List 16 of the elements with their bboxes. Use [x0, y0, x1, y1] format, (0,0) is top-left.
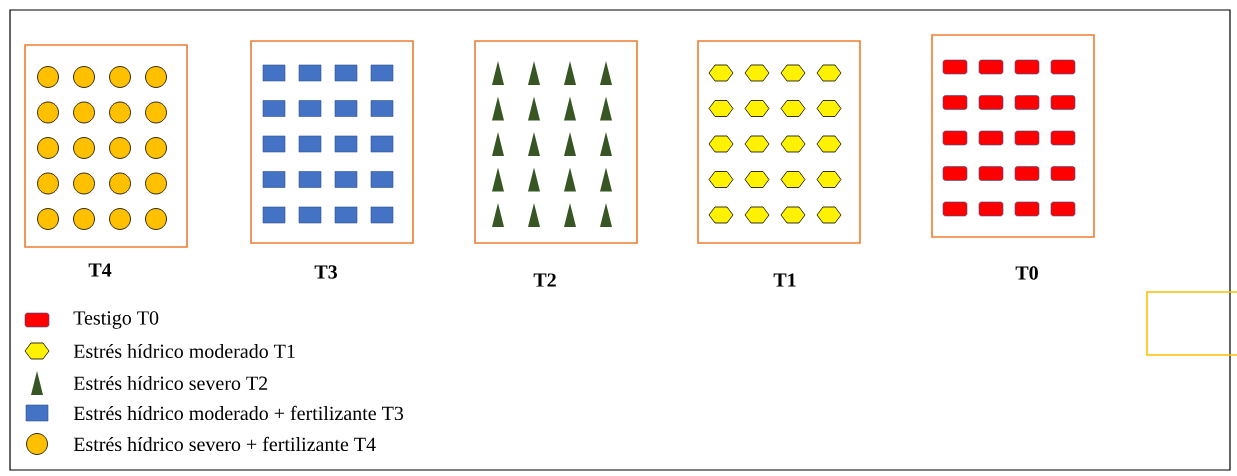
- legend-text: Estrés hídrico moderado T1: [73, 343, 295, 359]
- plot-box: T2: [474, 40, 638, 287]
- plot-box: T0: [931, 34, 1095, 280]
- legend-text: Estrés hídrico severo + fertilizante T4: [73, 436, 376, 452]
- node-label: T4: [88, 263, 112, 277]
- legend-text: Estrés hídrico severo T2: [73, 375, 268, 391]
- node-label: T0: [1015, 266, 1038, 280]
- legend-text: Estrés hídrico moderado + fertilizante T3: [73, 405, 404, 421]
- plot-box: T1: [697, 40, 861, 287]
- node-label: T1: [773, 273, 796, 287]
- legend-text: Testigo T0: [73, 311, 159, 329]
- plot-box: T4: [24, 44, 188, 277]
- empty-box: [1146, 291, 1237, 356]
- node-label: T3: [314, 265, 337, 279]
- node-label: T2: [533, 273, 556, 287]
- plot-box: T3: [250, 40, 414, 279]
